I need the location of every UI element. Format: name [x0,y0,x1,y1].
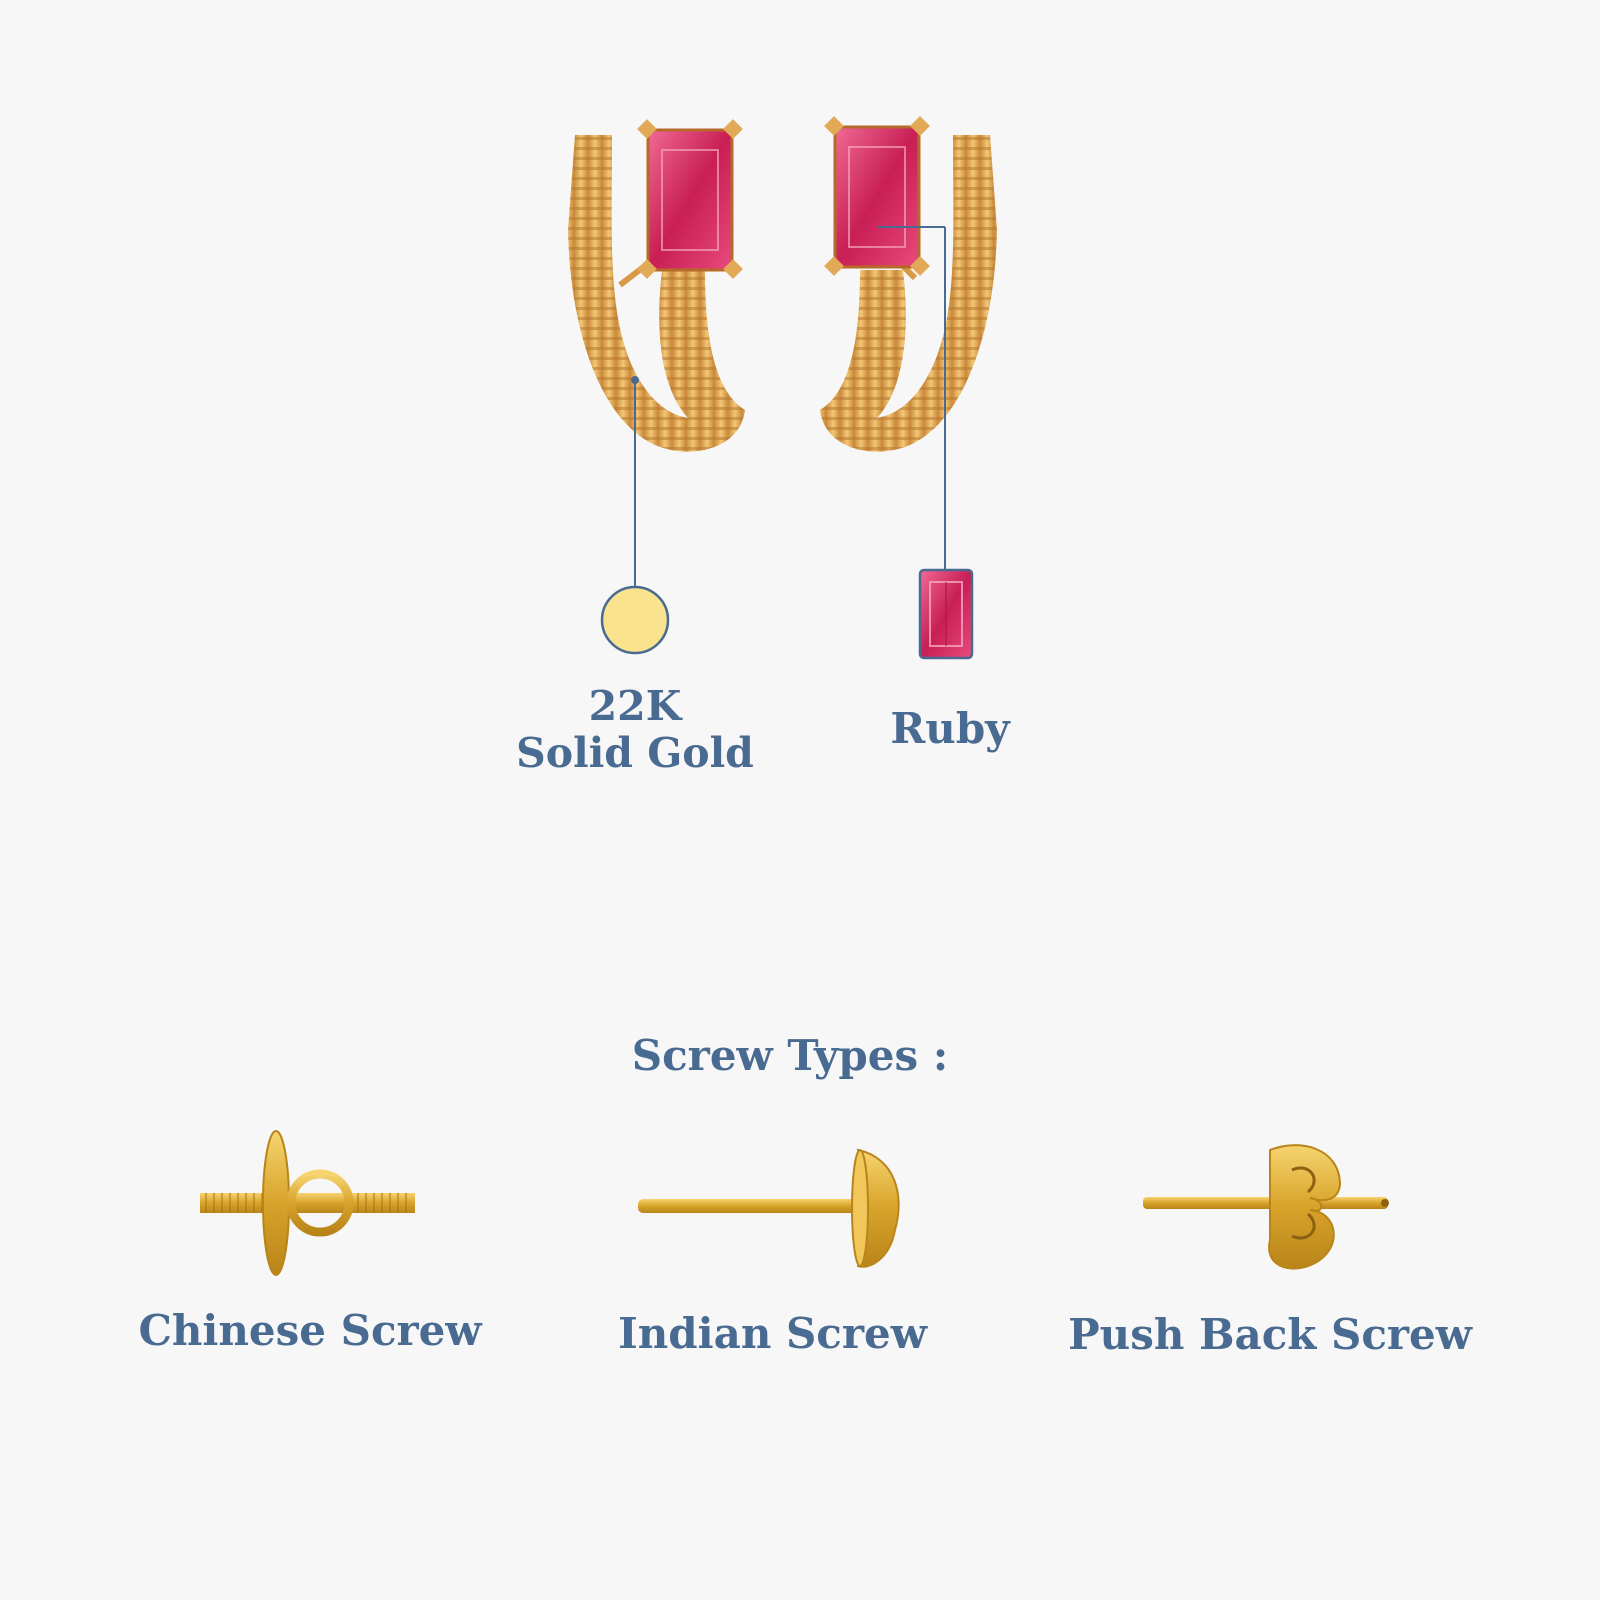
ruby-swatch [918,568,974,660]
push-back-screw-label: Push Back Screw [1068,1310,1472,1359]
ruby-label: Ruby [890,704,1010,753]
right-earring [820,116,997,452]
gold-label-karat: 22K [588,682,682,730]
screw-types-heading: Screw Types : [631,1031,949,1080]
indian-screw-label: Indian Screw [618,1309,927,1358]
chinese-screw-icon [200,1130,415,1276]
chinese-screw-label: Chinese Screw [138,1306,482,1355]
push-back-screw-icon [1143,1144,1389,1270]
ruby-leader-line [878,226,946,570]
gold-label-material: Solid Gold [516,729,754,778]
gold-leader-line [631,376,639,588]
left-earring [568,119,745,452]
gold-swatch [600,585,670,655]
gold-label: 22K Solid Gold [505,682,765,778]
indian-screw-icon [638,1148,900,1268]
